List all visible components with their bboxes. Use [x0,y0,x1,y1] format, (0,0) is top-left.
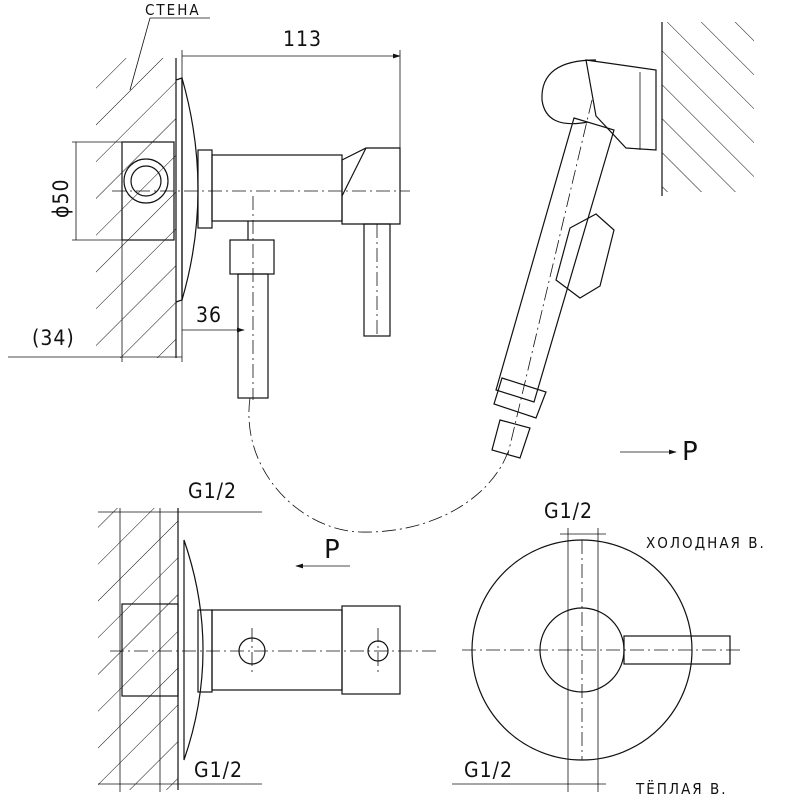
dim-50-text: ϕ50 [49,179,73,219]
rosette-collar [197,149,213,229]
rosette-flange [181,77,199,301]
side-view-top: СТЕНА 113 ϕ50 ( [8,1,410,400]
front-view-bottom: G1/2 G1/2 P [98,479,440,792]
wall-hatch-bottom [98,508,178,790]
shower-handle [495,117,615,403]
shower-ring [493,377,547,419]
warm-water-label: ТЁПЛАЯ В. [635,779,728,798]
wall-hatch-right [662,22,754,192]
shower-holder [585,59,657,151]
inlet-bore [130,165,162,197]
wall-hatch-top [96,58,176,358]
view-p-bottom: P [324,535,340,565]
shower-trigger [555,213,615,299]
cold-water-label: ХОЛОДНАЯ В. [646,534,766,552]
mixer-body [211,154,343,222]
round-view: G1/2 G1/2 ХОЛОДНАЯ В. ТЁПЛАЯ В. [452,499,766,798]
round-thread-top-text: G1/2 [544,499,593,523]
dim-113-text: 113 [283,27,322,51]
rosette-front [183,539,204,761]
inlet-ring [123,158,169,204]
shower-head [541,59,597,125]
mixer-body-front [211,609,343,691]
round-thread-bottom-text: G1/2 [464,758,513,782]
shower-hose-nut [491,419,531,459]
rosette-edge [175,77,183,303]
wall-label: СТЕНА [145,1,201,19]
view-p-top: P [682,437,698,467]
hand-shower-view: P [491,22,754,467]
lever-housing [341,147,401,225]
dim-34-text: (34) [32,326,75,350]
thread-top-text: G1/2 [188,479,237,503]
lever-housing-front [341,605,401,695]
outlet-nut [229,239,275,275]
thread-bottom-left-text: G1/2 [194,758,243,782]
hose-path [248,397,509,533]
lever-housing-chamfer [341,147,367,197]
inwall-box-front [121,603,179,697]
shower-axis [507,99,593,455]
wall-leader [129,17,151,91]
dim-36-text: 36 [196,303,222,327]
